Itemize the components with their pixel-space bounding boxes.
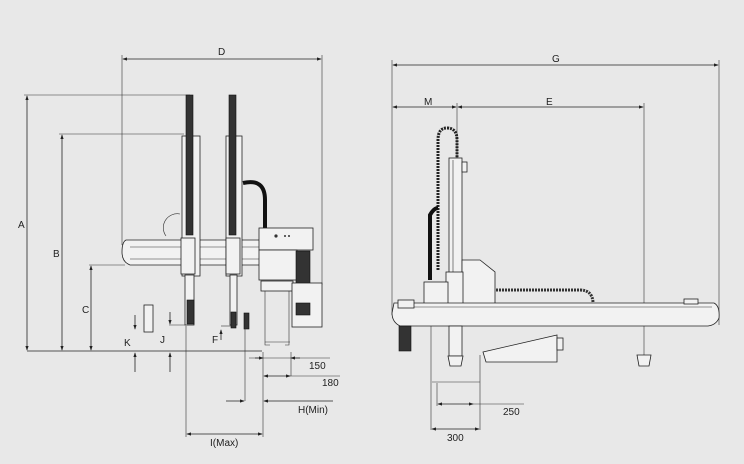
side-gripper bbox=[447, 355, 464, 367]
dim-g-label: G bbox=[552, 54, 560, 65]
dim-f-label: F bbox=[212, 335, 218, 346]
far-gripper bbox=[636, 354, 652, 367]
dim-k-label: K bbox=[124, 338, 131, 349]
dim-m-label: M bbox=[424, 97, 432, 108]
dim-300-label: 300 bbox=[447, 433, 464, 444]
dim-b-label: B bbox=[53, 249, 60, 260]
cable-chain bbox=[242, 180, 267, 228]
side-view: G M E bbox=[391, 54, 720, 444]
dim-d-label: D bbox=[218, 47, 225, 58]
front-view: D A B C bbox=[18, 47, 340, 449]
dim-180-label: 180 bbox=[322, 378, 339, 389]
dim-c-label: C bbox=[82, 305, 89, 316]
dim-j-label: J bbox=[160, 335, 165, 346]
side-cable-chain bbox=[436, 126, 459, 270]
dim-250-label: 250 bbox=[503, 407, 520, 418]
dim-h-min-label: H(Min) bbox=[298, 405, 328, 416]
dim-i-max-label: I(Max) bbox=[210, 438, 238, 449]
carriage bbox=[445, 271, 464, 306]
dim-a-label: A bbox=[18, 220, 25, 231]
control-box bbox=[258, 227, 314, 251]
counterweight bbox=[398, 325, 412, 352]
left-arm-rail bbox=[185, 94, 194, 236]
side-beam bbox=[391, 302, 720, 327]
dim-150-label: 150 bbox=[309, 361, 326, 372]
right-arm-rail bbox=[228, 94, 237, 236]
dim-e-label: E bbox=[546, 97, 553, 108]
cylinder bbox=[482, 334, 558, 363]
